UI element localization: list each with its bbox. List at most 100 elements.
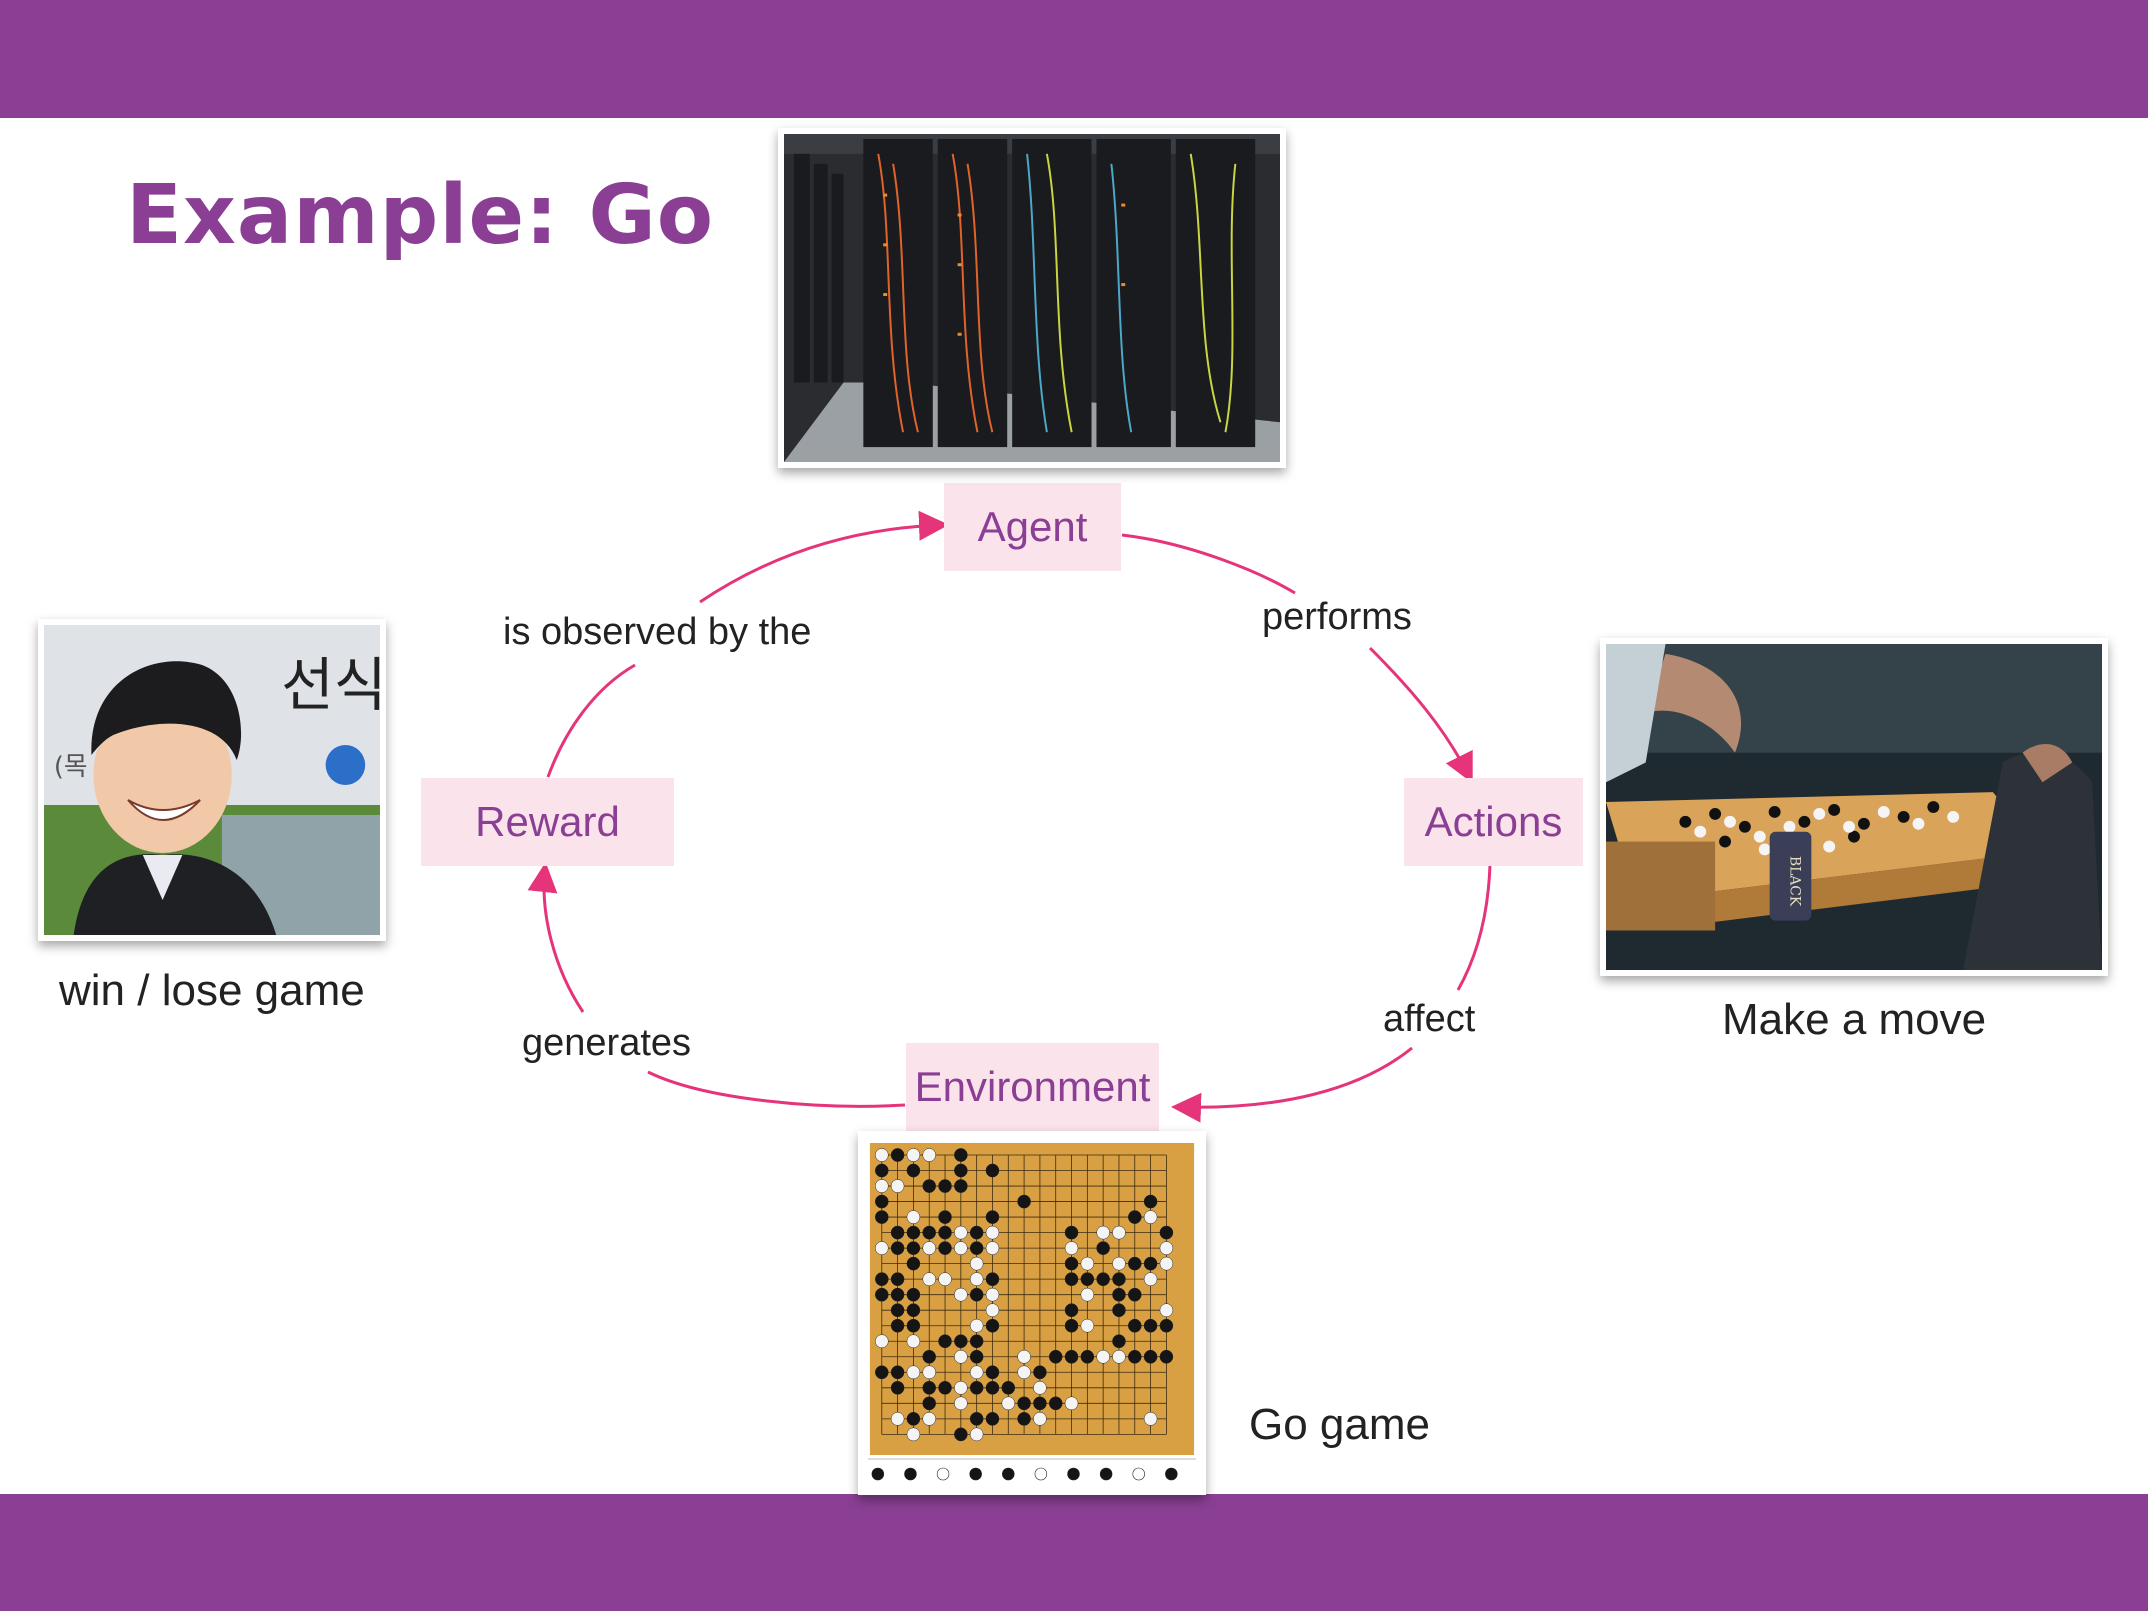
white-stone	[906, 1210, 921, 1224]
legend-stone	[1099, 1467, 1113, 1481]
black-stone	[890, 1272, 905, 1287]
black-stone	[906, 1225, 921, 1240]
environment-go-board	[858, 1131, 1206, 1495]
black-stone	[1112, 1287, 1126, 1302]
black-stone	[922, 1349, 936, 1364]
black-stone	[890, 1287, 905, 1302]
black-stone	[875, 1163, 889, 1178]
bottom-banner	[0, 1494, 2148, 1611]
black-stone	[969, 1334, 984, 1349]
black-stone	[890, 1365, 905, 1380]
black-stone	[1048, 1396, 1063, 1411]
black-stone	[890, 1225, 905, 1240]
actions-playing-photo: BLACK	[1600, 638, 2108, 976]
top-banner	[0, 0, 2148, 118]
white-stone	[1017, 1349, 1031, 1364]
slide-title: Example: Go	[126, 168, 715, 263]
arrow-environment-to-reward-head	[527, 862, 585, 1013]
black-stone	[1096, 1272, 1110, 1287]
black-stone	[906, 1303, 921, 1318]
black-stone	[890, 1241, 905, 1255]
black-stone	[985, 1411, 1000, 1426]
svg-text:BLACK: BLACK	[1787, 856, 1803, 907]
black-stone	[1080, 1272, 1095, 1287]
black-stone	[1128, 1318, 1142, 1333]
black-stone	[1017, 1194, 1031, 1209]
white-stone	[906, 1365, 921, 1380]
black-stone	[890, 1318, 905, 1333]
legend-stone	[1034, 1467, 1048, 1481]
black-stone	[1128, 1287, 1142, 1302]
black-stone	[969, 1411, 984, 1426]
white-stone	[1096, 1349, 1110, 1364]
black-stone	[1112, 1334, 1126, 1349]
white-stone	[1143, 1210, 1158, 1224]
black-stone	[938, 1179, 952, 1193]
black-stone	[875, 1287, 889, 1302]
black-stone	[985, 1272, 1000, 1287]
black-stone	[938, 1334, 952, 1349]
edge-label-generates: generates	[522, 1022, 692, 1064]
arrow-agent-to-actions-head	[1368, 646, 1473, 784]
legend-stone	[1132, 1467, 1145, 1481]
white-stone	[985, 1303, 1000, 1318]
black-stone	[1128, 1256, 1142, 1271]
white-stone	[875, 1179, 889, 1193]
black-stone	[875, 1272, 889, 1287]
white-stone	[1143, 1272, 1158, 1287]
black-stone	[985, 1318, 1000, 1333]
black-stone	[1096, 1241, 1110, 1255]
black-stone	[890, 1380, 905, 1395]
legend-stone	[1165, 1467, 1178, 1481]
black-stone	[985, 1365, 1000, 1380]
black-stone	[1112, 1303, 1126, 1318]
black-stone	[1017, 1411, 1031, 1426]
black-stone	[1128, 1210, 1142, 1224]
legend-stone	[1067, 1467, 1080, 1481]
black-stone	[922, 1225, 936, 1240]
white-stone	[922, 1411, 936, 1426]
white-stone	[969, 1318, 984, 1333]
black-stone	[1064, 1318, 1079, 1333]
white-stone	[985, 1241, 1000, 1255]
black-stone	[906, 1318, 921, 1333]
black-stone	[954, 1427, 968, 1442]
white-stone	[954, 1287, 968, 1302]
black-stone	[1159, 1225, 1174, 1240]
legend-stone	[1002, 1467, 1015, 1481]
black-stone	[906, 1287, 921, 1302]
black-stone	[906, 1256, 921, 1271]
white-stone	[969, 1272, 984, 1287]
legend-stone	[904, 1467, 917, 1481]
white-stone	[954, 1349, 968, 1364]
white-stone	[938, 1272, 952, 1287]
white-stone	[954, 1225, 968, 1240]
black-stone	[875, 1210, 889, 1224]
arrow-environment-to-reward	[647, 1070, 906, 1108]
black-stone	[1033, 1396, 1047, 1411]
svg-text:선식: 선식	[281, 651, 380, 719]
server-racks-image	[784, 134, 1280, 462]
black-stone	[954, 1163, 968, 1178]
arrow-actions-to-environment-head	[1171, 1046, 1413, 1123]
caption-go-game: Go game	[1249, 1400, 1430, 1449]
actions-node: Actions	[1404, 778, 1583, 866]
white-stone	[985, 1287, 1000, 1302]
black-stone	[938, 1225, 952, 1240]
legend-stone	[871, 1467, 885, 1481]
black-stone	[890, 1148, 905, 1162]
black-stone	[954, 1148, 968, 1162]
white-stone	[890, 1179, 905, 1193]
black-stone	[1143, 1349, 1158, 1364]
white-stone	[875, 1148, 889, 1162]
black-stone	[969, 1241, 984, 1255]
white-stone	[1112, 1256, 1126, 1271]
white-stone	[922, 1365, 936, 1380]
agent-node: Agent	[944, 483, 1121, 571]
white-stone	[954, 1396, 968, 1411]
black-stone	[922, 1179, 936, 1193]
black-stone	[985, 1380, 1000, 1395]
black-stone	[1048, 1349, 1063, 1364]
white-stone	[890, 1411, 905, 1426]
black-stone	[969, 1287, 984, 1302]
